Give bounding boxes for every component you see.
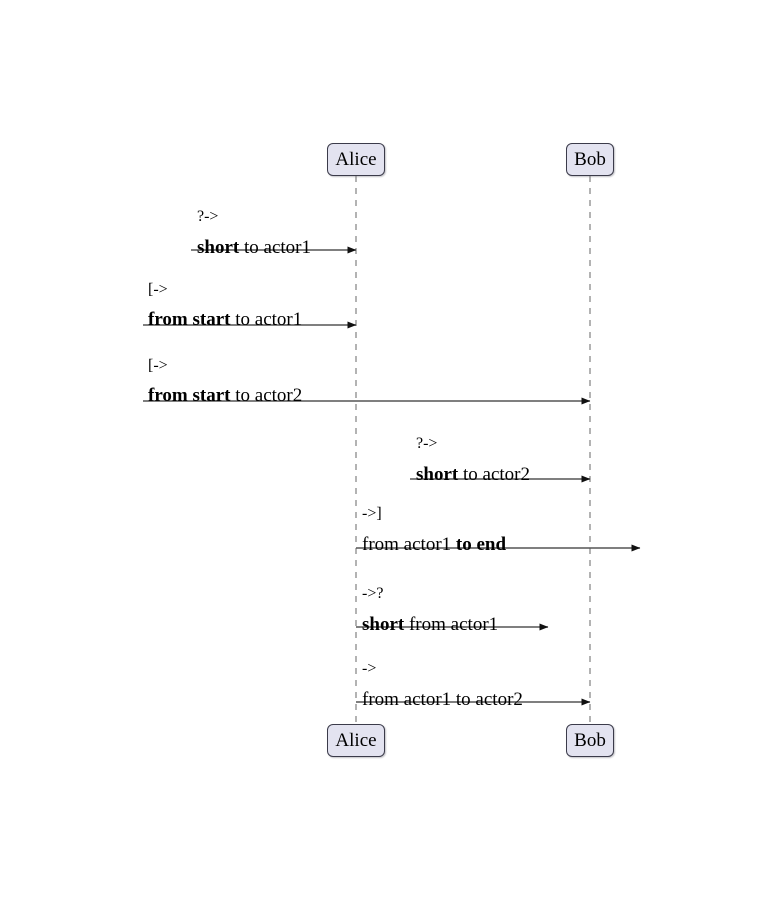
message-syntax-3: [-> <box>148 357 168 374</box>
message-label-bold-6: short <box>362 614 405 635</box>
message-syntax-5: ->] <box>362 505 382 522</box>
message-label-7: from actor1 to actor2 <box>362 690 523 709</box>
message-label-6: short from actor1 <box>362 615 498 634</box>
participant-box-bottom-bob[interactable]: Bob <box>566 724 614 757</box>
message-label-plain-1: to actor1 <box>239 237 311 258</box>
message-syntax-2: [-> <box>148 281 168 298</box>
participant-box-top-alice[interactable]: Alice <box>327 143 385 176</box>
message-label-5: from actor1 to end <box>362 535 506 554</box>
message-label-1: short to actor1 <box>197 238 311 257</box>
message-label-3: from start to actor2 <box>148 386 302 405</box>
message-label-bold-4: short <box>416 464 459 485</box>
participant-box-top-bob[interactable]: Bob <box>566 143 614 176</box>
message-syntax-4: ?-> <box>416 435 438 452</box>
message-label-bold-2: from start <box>148 309 231 330</box>
message-label-plain-4: to actor2 <box>458 464 530 485</box>
message-label-bold-5: to end <box>455 534 507 555</box>
message-label-plain-2: to actor1 <box>230 309 303 330</box>
message-label-4: short to actor2 <box>416 465 530 484</box>
lifelines-layer <box>355 176 591 724</box>
message-syntax-1: ?-> <box>197 208 219 225</box>
arrows-layer <box>143 246 641 706</box>
message-label-plain-3: to actor2 <box>230 385 303 406</box>
message-label-plain-5: from actor1 <box>362 534 456 555</box>
message-label-bold-1: short <box>197 237 240 258</box>
message-label-plain-6: from actor1 <box>404 614 499 635</box>
message-label-plain-7: from actor1 to actor2 <box>362 689 523 710</box>
participant-box-bottom-alice[interactable]: Alice <box>327 724 385 757</box>
message-label-bold-3: from start <box>148 385 231 406</box>
message-label-2: from start to actor1 <box>148 310 302 329</box>
message-syntax-6: ->? <box>362 585 384 602</box>
message-syntax-7: -> <box>362 660 377 677</box>
